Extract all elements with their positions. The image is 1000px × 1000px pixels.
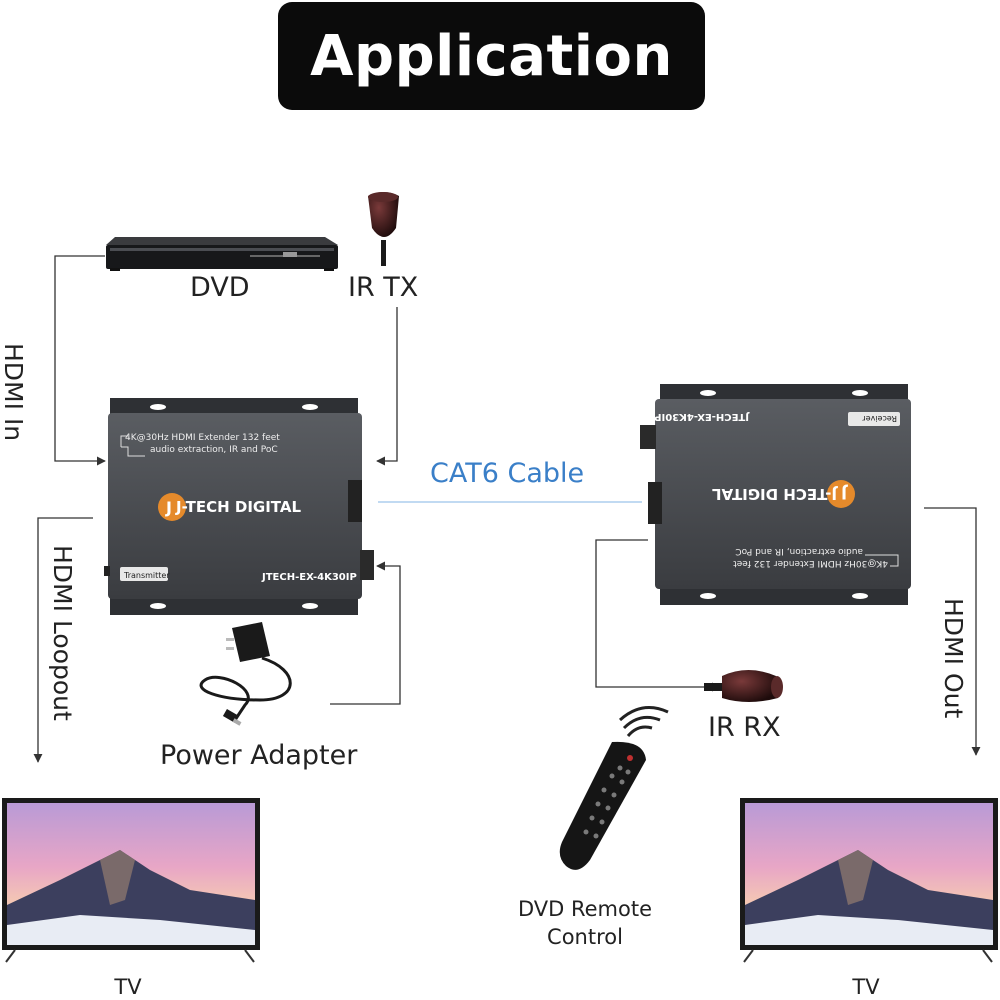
label-hdmi-loopout: HDMI Loopout <box>48 545 77 721</box>
transmitter-brand: J-TECH DIGITAL <box>175 498 301 516</box>
label-hdmi-out: HDMI Out <box>939 598 968 719</box>
receiver-brand: J-TECH DIGITAL <box>712 485 838 503</box>
transmitter-desc-line1: 4K@30Hz HDMI Extender 132 feet <box>125 433 280 443</box>
label-tv-left: TV <box>114 975 142 999</box>
ir-receiver-icon <box>704 670 783 702</box>
svg-text:J: J <box>841 484 848 503</box>
wire-hdmi-in <box>54 255 106 466</box>
power-adapter-icon <box>199 622 292 726</box>
transmitter-badge: Transmitter <box>123 571 170 580</box>
ir-emitter-icon <box>368 192 399 266</box>
brand-logo-icon <box>827 480 855 508</box>
dvd-player-icon <box>106 237 338 271</box>
wire-ir-rx <box>595 539 721 692</box>
remote-control-icon <box>559 706 669 870</box>
receiver-badge: Receiver <box>862 414 897 423</box>
label-hdmi-in: HDMI In <box>0 343 28 442</box>
label-ir-rx: IR RX <box>708 712 781 743</box>
transmitter-device <box>104 398 374 615</box>
brand-logo-icon <box>158 493 186 521</box>
label-tv-right: TV <box>852 975 880 999</box>
receiver-device <box>640 384 911 605</box>
label-remote: DVD Remote Control <box>510 897 660 949</box>
tv-icon <box>2 798 260 963</box>
page-title: Application <box>310 23 673 89</box>
receiver-desc-line1: 4K@30Hz HDMI Extender 132 feet <box>733 558 888 568</box>
receiver-model: JTECH-EX-4K30IP <box>654 411 750 422</box>
label-power-adapter: Power Adapter <box>160 740 358 771</box>
svg-text:J: J <box>165 498 172 517</box>
label-ir-tx: IR TX <box>348 272 419 303</box>
wire-power <box>330 561 401 705</box>
label-dvd: DVD <box>190 272 250 303</box>
transmitter-model: JTECH-EX-4K30IP <box>261 572 357 583</box>
receiver-desc-line2: audio extraction, IR and PoC <box>735 546 863 556</box>
wire-hdmi-out <box>924 507 981 756</box>
label-remote-line2: Control <box>547 925 623 949</box>
wire-ir-tx <box>376 307 398 466</box>
label-cat6-cable: CAT6 Cable <box>430 458 585 489</box>
tv-icon <box>740 798 998 963</box>
title-banner: Application <box>278 2 705 110</box>
label-remote-line1: DVD Remote <box>517 897 653 921</box>
transmitter-desc-line2: audio extraction, IR and PoC <box>150 445 278 455</box>
wire-hdmi-loopout <box>33 517 93 763</box>
